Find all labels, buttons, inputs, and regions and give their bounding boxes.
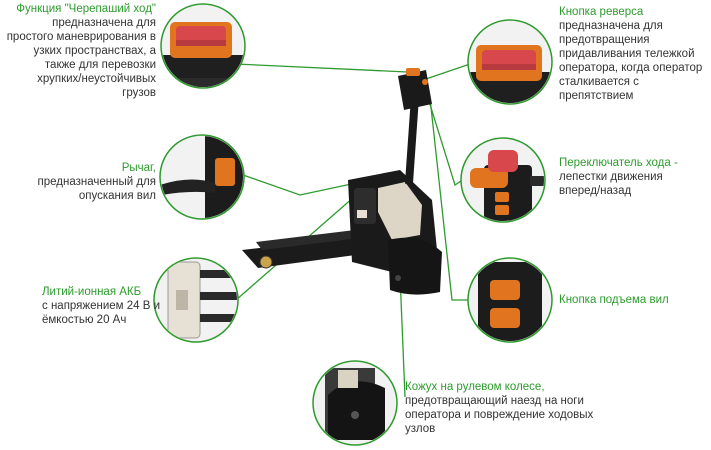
callout-cover: Кожух на рулевом колесе, предотвращающий…: [405, 380, 605, 436]
callout-turtle-line: предназначена для: [52, 17, 156, 29]
callout-battery-line: ёмкостью 20 Ач: [42, 314, 127, 326]
callout-turtle-title: Функция "Черепаший ход": [16, 3, 156, 15]
callout-lever-line: предназначенный для: [37, 176, 156, 188]
callout-turtle: Функция "Черепаший ход" предназначена дл…: [4, 2, 156, 100]
callout-reverse-line: оператора, когда оператор: [559, 62, 703, 74]
callout-turtle-line: простого маневрирования в: [6, 31, 156, 43]
direction-switch-closeup: [460, 137, 546, 223]
callout-reverse-line: предназначена для: [559, 20, 663, 32]
lever-closeup: [159, 134, 245, 220]
turtle-button-closeup: [160, 3, 246, 89]
wheel-cover-closeup: [312, 360, 398, 446]
callout-direction-title: Переключатель хода -: [559, 157, 678, 169]
callout-direction: Переключатель хода - лепестки движения в…: [559, 156, 709, 198]
callout-battery-title: Литий-ионная АКБ: [42, 286, 142, 298]
callout-reverse-line: препятствием: [559, 90, 634, 102]
callout-direction-line: вперед/назад: [559, 185, 632, 197]
callout-cover-line: узлов: [405, 423, 436, 435]
reverse-button-closeup: [467, 19, 553, 105]
callout-reverse-title: Кнопка реверса: [559, 6, 644, 18]
callout-lever: Рычаг, предназначенный для опускания вил: [4, 161, 156, 203]
callout-turtle-line: узких пространствах, а: [33, 45, 156, 57]
callout-reverse: Кнопка реверса предназначена для предотв…: [559, 5, 709, 103]
callout-reverse-line: предотвращения: [559, 34, 650, 46]
callout-cover-line: оператора и повреждение ходовых: [405, 409, 594, 421]
callout-lift: Кнопка подъема вил: [559, 293, 709, 307]
callout-battery: Литий-ионная АКБ с напряжением 24 В и ём…: [42, 285, 162, 327]
callout-turtle-line: также для перевозки: [44, 59, 156, 71]
callout-lever-line: опускания вил: [78, 190, 156, 202]
connector-turtle: [235, 63, 408, 73]
callout-cover-title: Кожух на рулевом колесе,: [405, 381, 545, 393]
callout-reverse-line: сталкивается с: [559, 76, 639, 88]
pallet-truck-illustration: [242, 68, 442, 295]
connector-lift: [429, 97, 468, 301]
callout-battery-line: с напряжением 24 В и: [42, 300, 161, 312]
callout-turtle-line: грузов: [122, 87, 156, 99]
callout-direction-line: лепестки движения: [559, 171, 663, 183]
lift-button-closeup: [467, 257, 553, 343]
callout-lift-title: Кнопка подъема вил: [559, 294, 669, 306]
connector-reverse: [422, 63, 471, 81]
callout-turtle-line: хрупких/неустойчивых: [37, 73, 156, 85]
callout-cover-line: предотвращающий наезд на ноги: [405, 395, 584, 407]
battery-closeup: [153, 257, 239, 343]
callout-reverse-line: придавливания тележкой: [559, 48, 695, 60]
connector-cover: [399, 274, 406, 398]
connector-lever: [242, 174, 357, 196]
callout-lever-title: Рычаг,: [121, 162, 156, 174]
